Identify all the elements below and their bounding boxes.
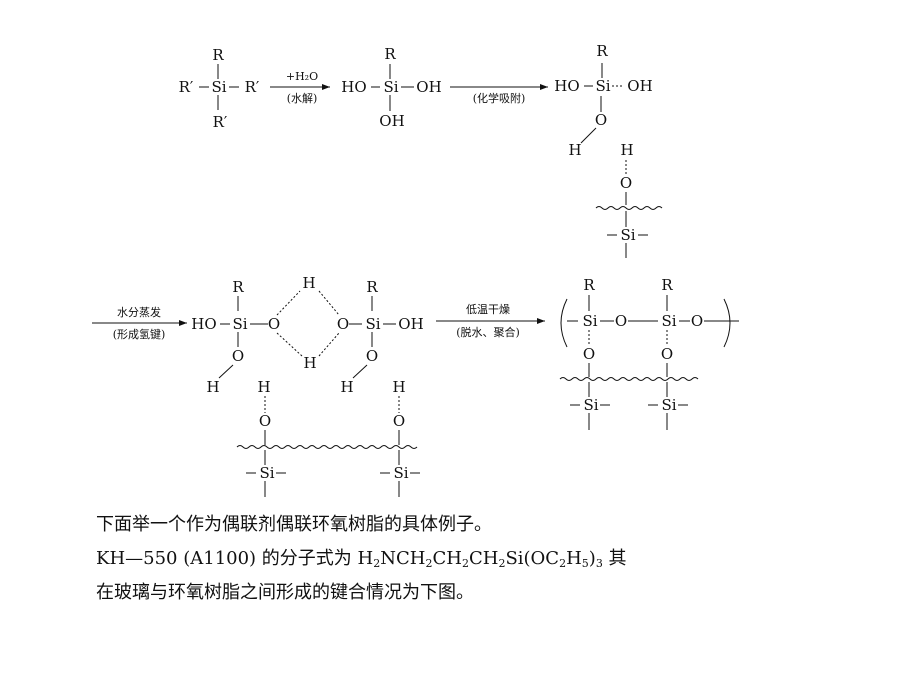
formula-part: CH — [468, 548, 499, 569]
atom-r: R — [384, 45, 396, 63]
atom-ho: HO — [554, 77, 579, 95]
formula-subscript: 2 — [559, 557, 567, 570]
atom-o: O — [583, 345, 595, 363]
atom-o: O — [232, 347, 244, 365]
atom-r: R — [661, 276, 673, 294]
text-line-2-prefix: KH—550 (A1100) 的分子式为 — [96, 548, 358, 569]
atom-oh: OH — [379, 112, 404, 130]
text-line-3: 在玻璃与环氧树脂之间形成的键合情况为下图。 — [96, 582, 474, 603]
formula-subscript: 2 — [373, 557, 381, 570]
atom-h: H — [303, 354, 316, 372]
atom-o: O — [615, 312, 627, 330]
atom-si: Si — [582, 312, 597, 330]
atom-h: H — [302, 274, 315, 292]
atom-r: R — [232, 278, 244, 296]
atom-si: Si — [393, 464, 408, 482]
text-line-2: KH—550 (A1100) 的分子式为 H2NCH2CH2CH2Si(OC2H… — [96, 544, 856, 570]
formula-part: NCH — [380, 548, 426, 569]
atom-r-prime: R′ — [213, 113, 228, 131]
atom-oh: OH — [627, 77, 652, 95]
formula-subscript: 2 — [461, 557, 469, 570]
atom-o: O — [691, 312, 703, 330]
reaction-arrows — [92, 84, 548, 326]
arrow-evaporation-top-label: 水分蒸发 — [117, 305, 161, 319]
atom-h: H — [206, 378, 219, 396]
arrow-drying-bottom-label: (脱水、聚合) — [456, 325, 520, 339]
atom-ho: HO — [191, 315, 216, 333]
formula-subscript: 3 — [595, 557, 603, 570]
formula-part: ) — [588, 548, 596, 569]
text-line-1: 下面举一个作为偶联剂偶联环氧树脂的具体例子。 — [96, 514, 492, 535]
atom-o: O — [595, 111, 607, 129]
molecular-formula: H2NCH2CH2CH2Si(OC2H5)3 — [357, 548, 603, 570]
atom-si: Si — [595, 77, 610, 95]
atom-si: Si — [661, 312, 676, 330]
atom-oh: OH — [398, 315, 423, 333]
atom-ho: HO — [341, 78, 366, 96]
atom-o: O — [337, 315, 349, 333]
atom-o: O — [620, 174, 632, 192]
atom-o: O — [661, 345, 673, 363]
formula-subscript: 5 — [581, 557, 589, 570]
atom-o: O — [268, 315, 280, 333]
atom-h: H — [392, 378, 405, 396]
atom-si: Si — [620, 226, 635, 244]
atom-r-prime: R′ — [245, 78, 260, 96]
arrow-hydrolysis-bottom-label: (水解) — [287, 91, 318, 105]
atom-labels: R R′ Si R′ R′ R HO Si OH OH R HO Si OH O… — [179, 42, 704, 482]
atom-r: R — [583, 276, 595, 294]
formula-part: Si(OC — [505, 548, 560, 569]
atom-h: H — [257, 378, 270, 396]
atom-h: H — [340, 378, 353, 396]
formula-subscript: 2 — [425, 557, 433, 570]
atom-si: Si — [232, 315, 247, 333]
formula-part: H — [566, 548, 582, 569]
formula-part: H — [357, 548, 374, 569]
atom-si: Si — [583, 396, 598, 414]
atom-o: O — [393, 412, 405, 430]
arrow-hydrolysis-top-label: +H₂O — [286, 70, 318, 83]
text-line-2-suffix: 其 — [602, 548, 627, 569]
atom-si: Si — [259, 464, 274, 482]
atom-r: R — [366, 278, 378, 296]
atom-oh: OH — [416, 78, 441, 96]
atom-h: H — [620, 141, 633, 159]
atom-si: Si — [365, 315, 380, 333]
atom-si: Si — [661, 396, 676, 414]
formula-part: CH — [432, 548, 462, 569]
atom-r-prime: R′ — [179, 78, 194, 96]
atom-o: O — [366, 347, 378, 365]
atom-r: R — [596, 42, 608, 60]
atom-si: Si — [383, 78, 398, 96]
atom-h: H — [568, 141, 581, 159]
bonds — [199, 63, 739, 497]
arrow-evaporation-bottom-label: (形成氢键) — [113, 327, 166, 341]
atom-r: R — [212, 46, 224, 64]
arrow-labels: +H₂O (水解) (化学吸附) 水分蒸发 (形成氢键) 低温干燥 (脱水、聚合… — [113, 70, 526, 341]
arrow-drying-top-label: 低温干燥 — [466, 303, 510, 316]
atom-o: O — [259, 412, 271, 430]
arrow-chemisorption-bottom-label: (化学吸附) — [473, 91, 526, 105]
atom-si: Si — [211, 78, 226, 96]
formula-subscript: 2 — [498, 557, 506, 570]
